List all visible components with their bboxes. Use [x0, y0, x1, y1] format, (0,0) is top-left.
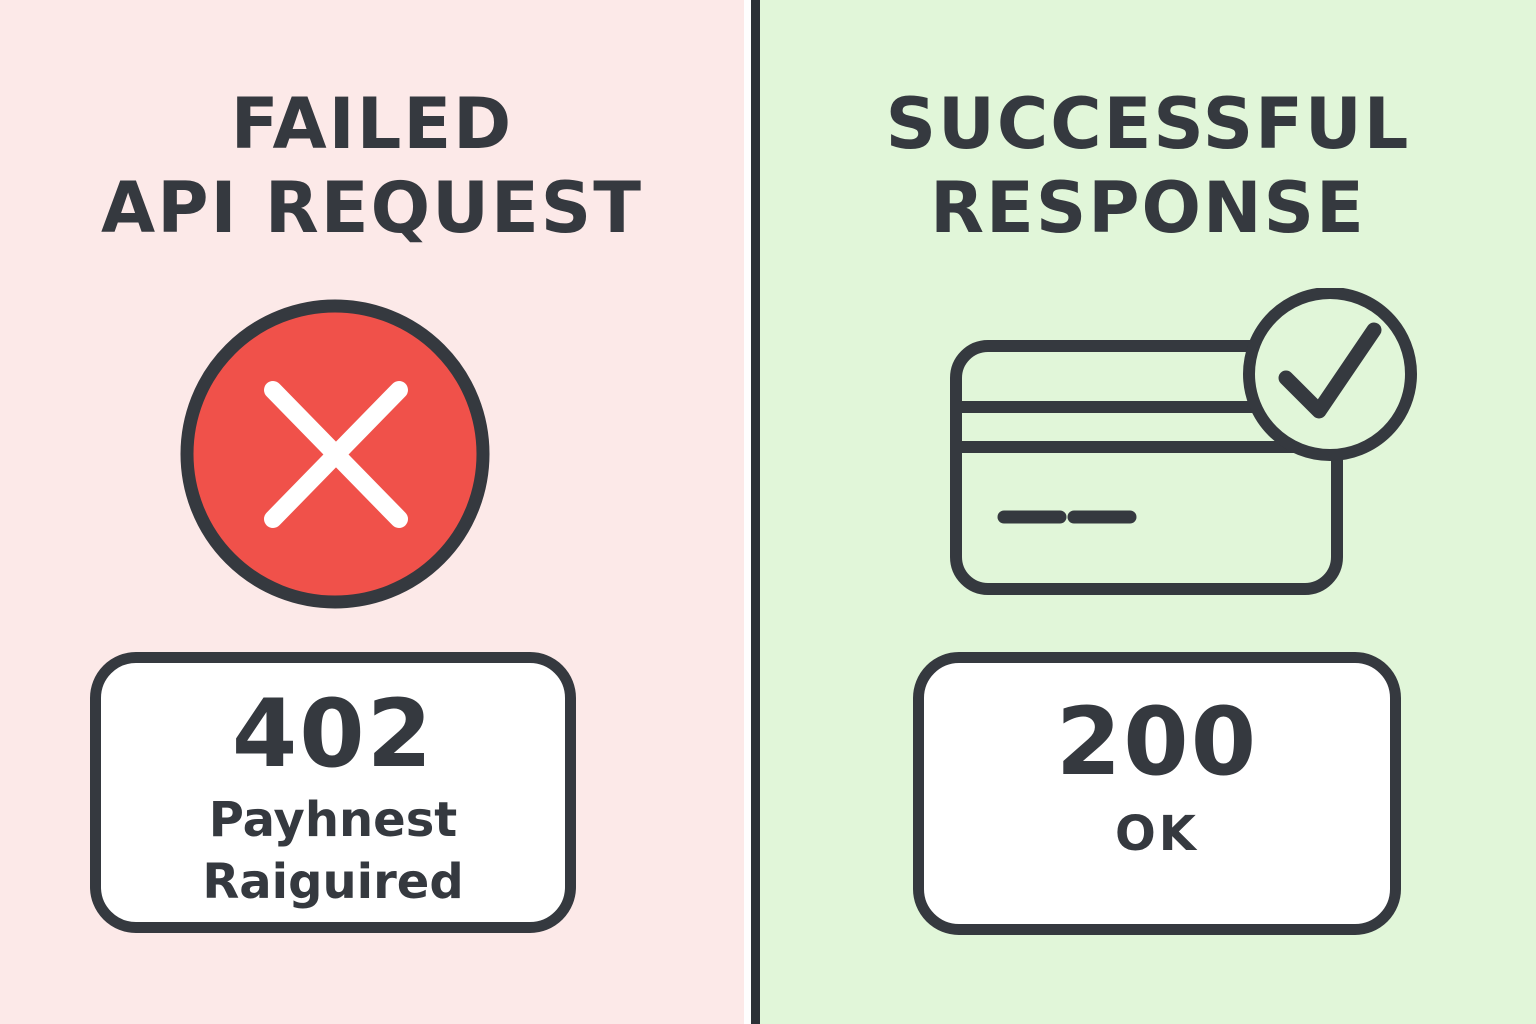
divider-highlight — [744, 0, 751, 1024]
failed-status-code: 402 — [231, 680, 435, 789]
successful-response-panel: SUCCESSFUL RESPONSE 200 OK — [760, 0, 1536, 1024]
failed-status-label-line1: Payhnest — [208, 792, 458, 848]
failed-panel-title: FAILED API REQUEST — [0, 82, 744, 250]
failed-title-line2: API REQUEST — [101, 167, 643, 249]
panel-divider — [751, 0, 760, 1024]
success-status-code: 200 — [1055, 688, 1259, 797]
error-x-icon — [179, 298, 491, 610]
success-title-line2: RESPONSE — [930, 167, 1366, 249]
credit-card-check-icon — [942, 287, 1454, 610]
failed-status-badge: 402 Payhnest Raiguired — [90, 652, 576, 933]
failed-title-line1: FAILED — [230, 83, 514, 165]
success-status-badge: 200 OK — [913, 652, 1401, 935]
success-status-label: OK — [1115, 806, 1199, 862]
failed-request-panel: FAILED API REQUEST 402 Payhnest Raiguire… — [0, 0, 744, 1024]
success-title-line1: SUCCESSFUL — [885, 83, 1411, 165]
failed-status-label-line2: Raiguired — [202, 854, 464, 910]
success-panel-title: SUCCESSFUL RESPONSE — [760, 82, 1536, 250]
